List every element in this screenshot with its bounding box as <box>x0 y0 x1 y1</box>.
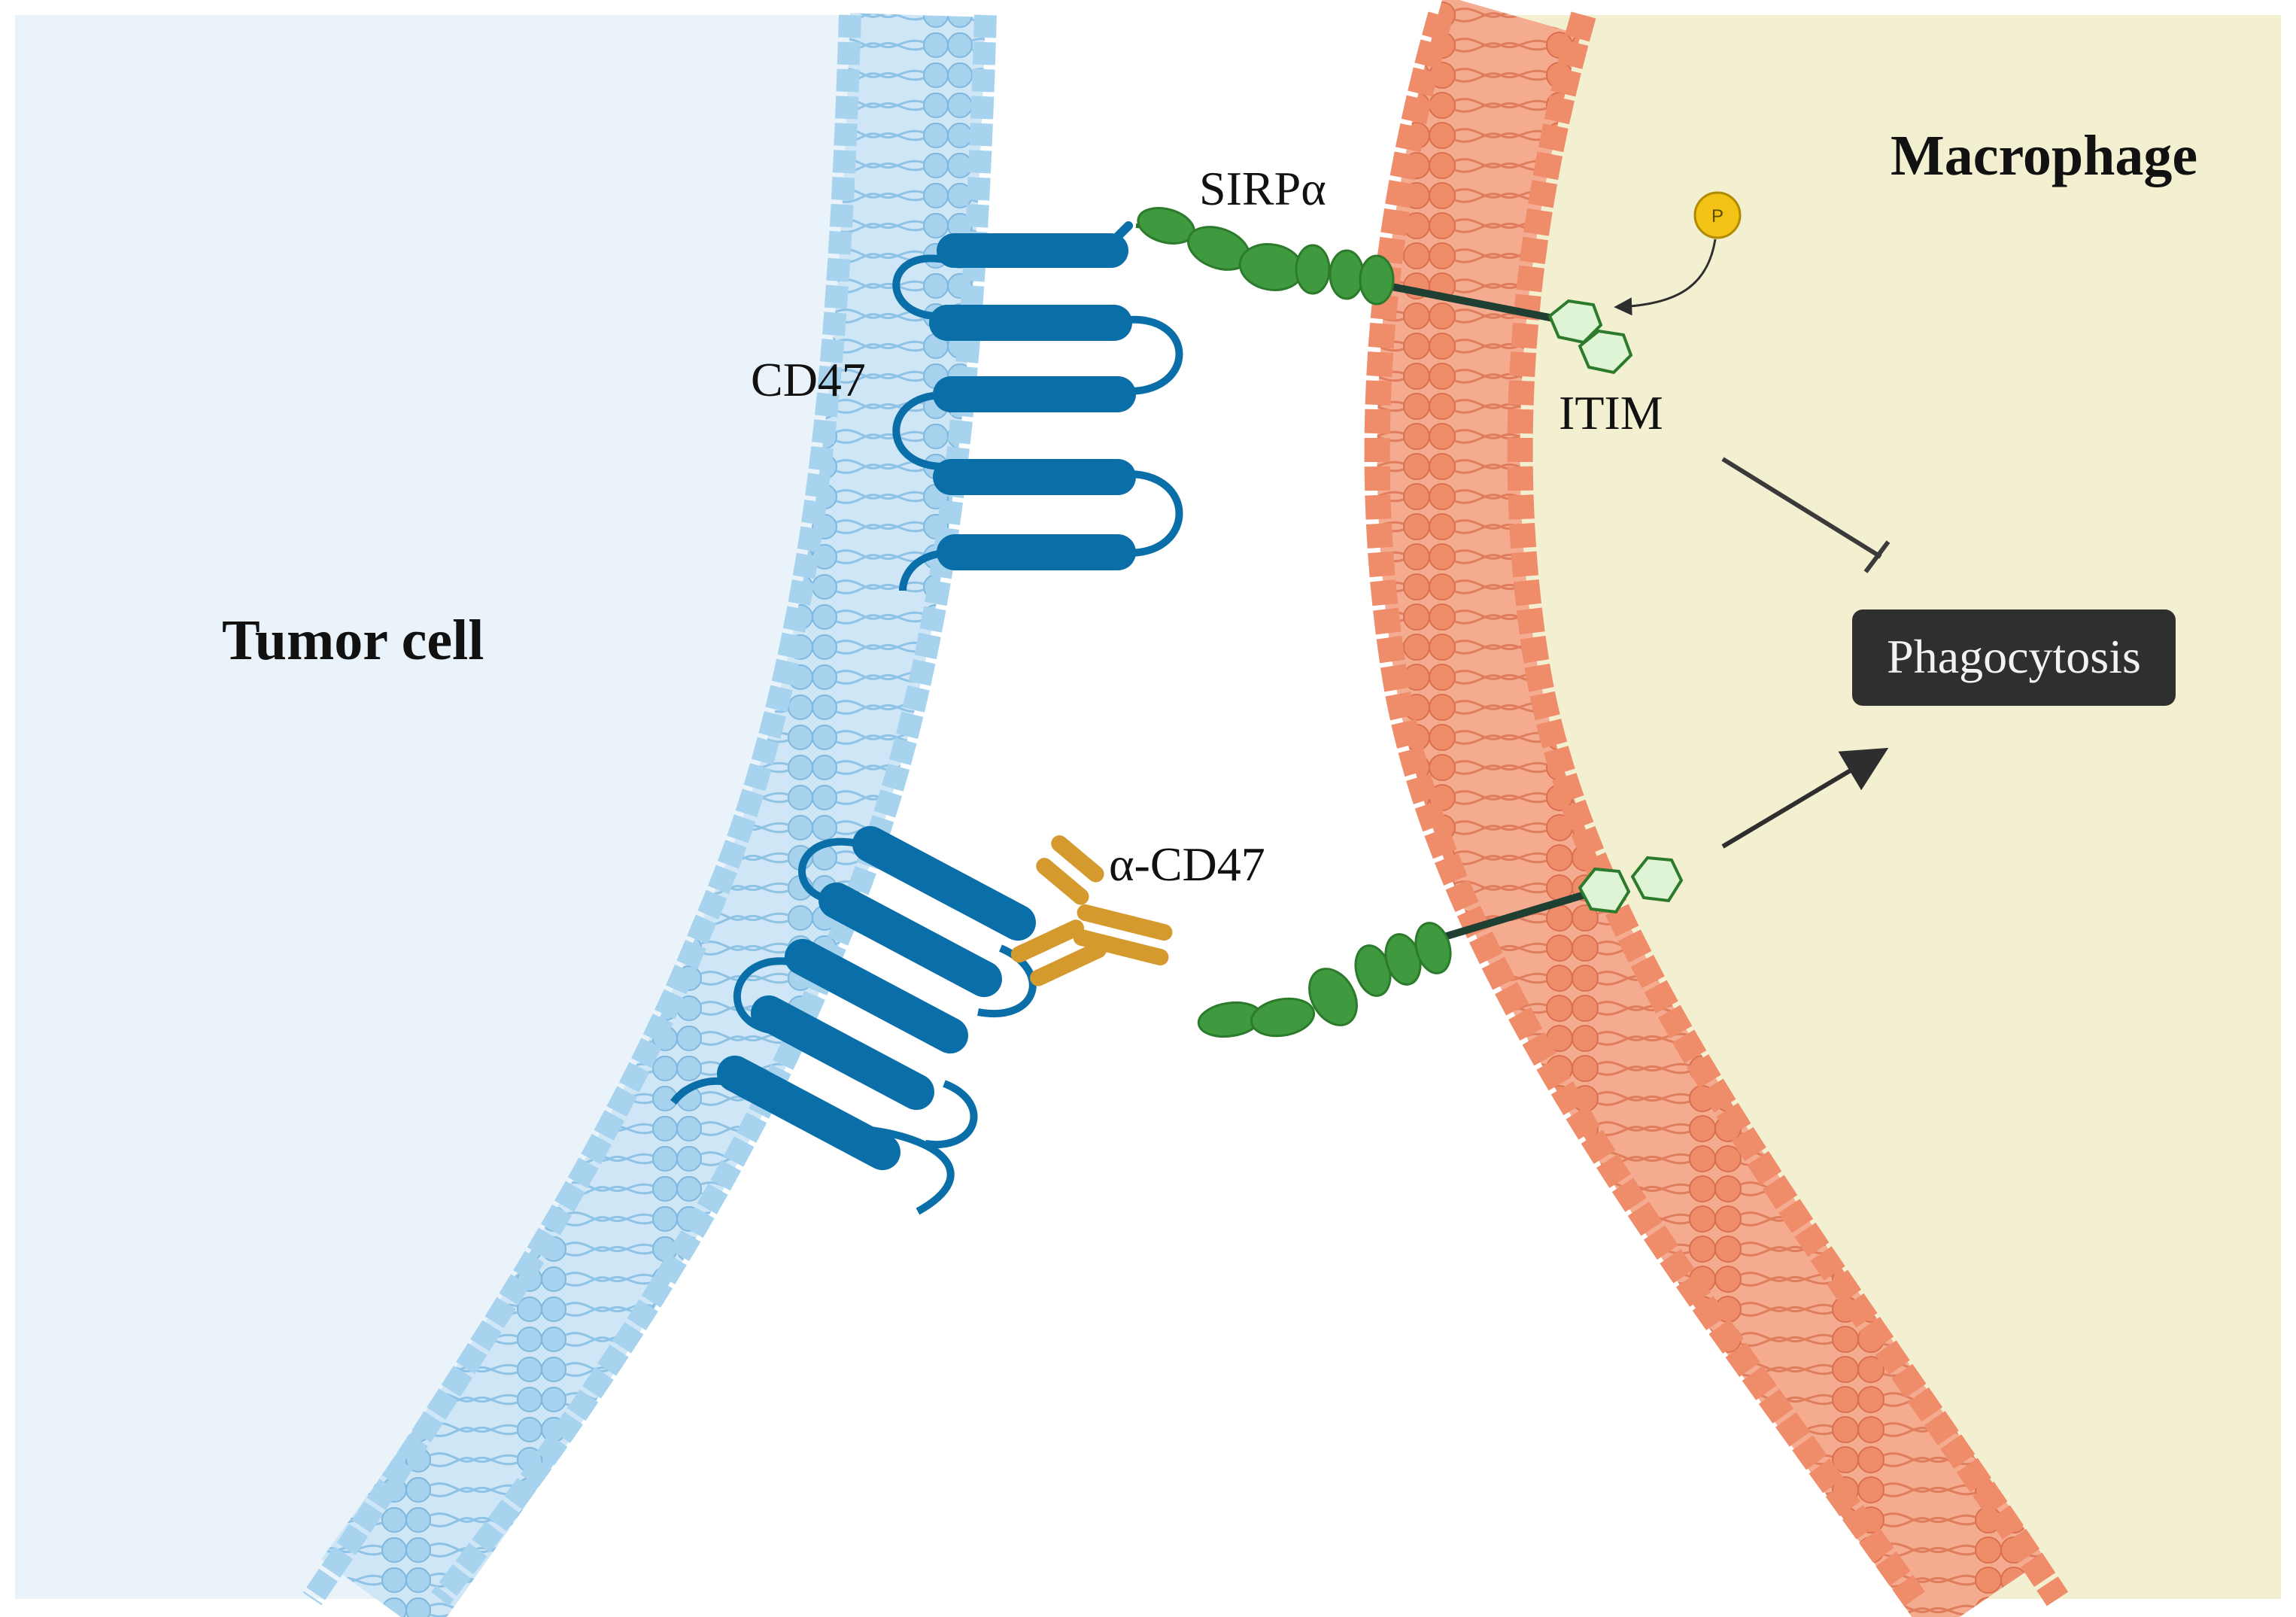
cd47-label: CD47 <box>751 353 866 406</box>
sirpa-domain <box>1414 922 1452 974</box>
cd47-helix <box>937 233 1128 268</box>
sirpa-protein-lower <box>1197 856 1684 1038</box>
cd47-loop <box>798 837 870 903</box>
macrophage-membrane-outer-heads <box>1364 11 1925 1606</box>
phosphorylation-arrow <box>1614 239 1717 316</box>
svg-text:P: P <box>1711 206 1724 226</box>
cd47-protein-upper <box>892 221 1183 591</box>
cd47-loop <box>1128 470 1183 557</box>
antibody-icon <box>1010 835 1173 986</box>
cd47-helix <box>784 938 969 1054</box>
cd47-helix <box>852 825 1037 941</box>
cd47-loop <box>892 254 945 321</box>
macrophage-label: Macrophage <box>1891 124 2197 187</box>
cd47-loop <box>857 1125 955 1215</box>
itim-motif <box>1547 299 1603 345</box>
cd47-protein-lower <box>670 825 1037 1215</box>
sirpa-domain <box>1359 254 1395 305</box>
macrophage-membrane-inner-heads <box>1507 11 2069 1606</box>
cd47-helix <box>933 459 1136 495</box>
tumor-membrane-inner-heads <box>302 14 861 1606</box>
macrophage-cytoplasm <box>1448 15 2281 1599</box>
cd47-tail <box>899 549 945 591</box>
tumor-cell-cytoplasm <box>15 15 918 1599</box>
cd47-helix <box>937 534 1136 570</box>
sirpa-domain <box>1250 997 1316 1038</box>
cd47-loop <box>892 391 945 470</box>
sirpa-protein-upper <box>1135 207 1633 375</box>
cd47-helix <box>750 995 935 1111</box>
itim-label: ITIM <box>1559 386 1663 439</box>
sirpa-label: SIRPα <box>1199 162 1326 215</box>
cd47-loop <box>1128 315 1183 395</box>
macrophage-membrane <box>1377 0 2045 1617</box>
phagocytosis-label: Phagocytosis <box>1887 630 2141 683</box>
cd47-loop <box>925 1080 978 1149</box>
activation-arrow-icon <box>1721 747 1889 849</box>
itim-motif <box>1630 856 1684 903</box>
sirpa-domain <box>1329 249 1365 300</box>
cd47-helix <box>818 882 1003 998</box>
cd47-helix <box>929 305 1132 341</box>
anti-cd47-label: α-CD47 <box>1109 837 1265 891</box>
cd47-helix <box>933 376 1136 412</box>
cd47-helix <box>716 1055 901 1171</box>
phosphate-icon: P <box>1693 191 1742 239</box>
itim-motif <box>1578 329 1633 375</box>
phagocytosis-box <box>1852 609 2176 706</box>
sirpa-domain <box>1295 244 1331 295</box>
sirpa-domain <box>1308 968 1358 1026</box>
tumor-cell-membrane <box>321 13 986 1617</box>
inhibition-arrow-icon <box>1721 457 1891 573</box>
itim-motif <box>1578 867 1631 914</box>
tumor-cell-label: Tumor cell <box>222 609 484 672</box>
